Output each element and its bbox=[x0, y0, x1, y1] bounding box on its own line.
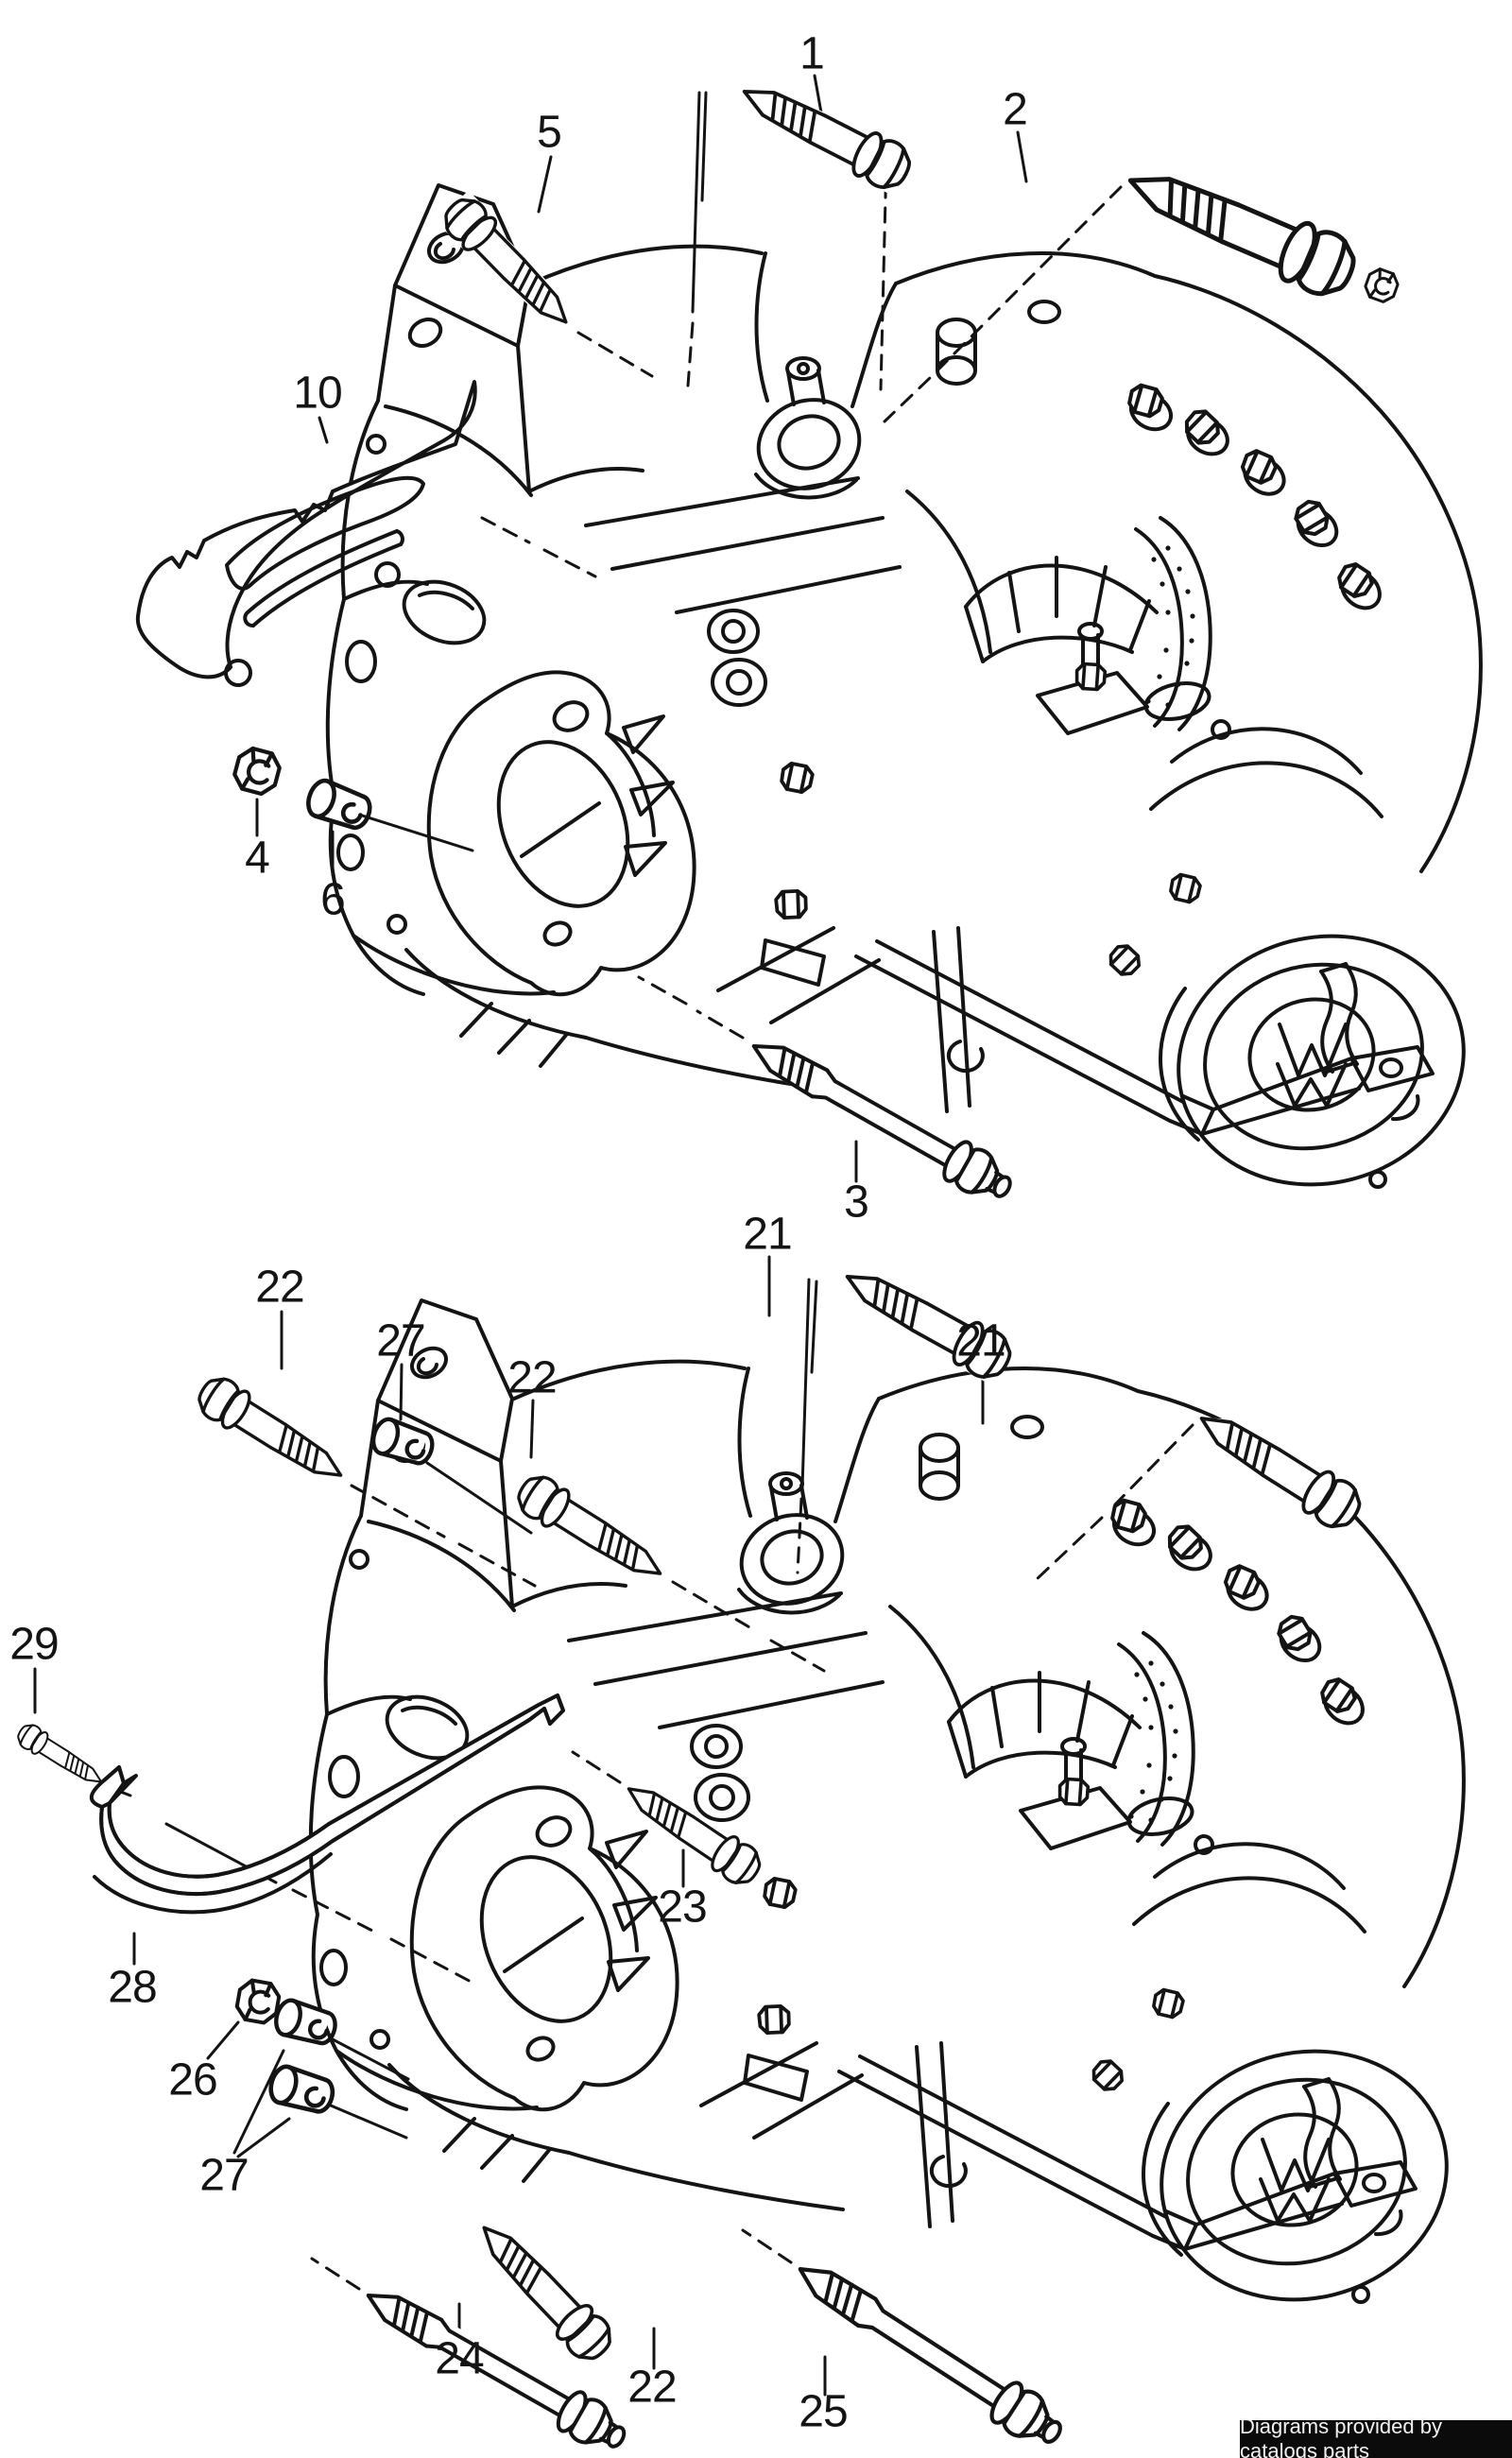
bolt-24 bbox=[352, 2271, 637, 2458]
spacer-27-b bbox=[266, 2063, 336, 2118]
bolt-22-mid bbox=[508, 1466, 676, 1595]
bracket-28 bbox=[90, 1693, 565, 1915]
bolt-22-bottom bbox=[463, 2208, 622, 2370]
bolt-21-center bbox=[832, 1251, 1021, 1389]
spacer-sleeve-6 bbox=[303, 776, 375, 834]
footer-credit-text: Diagrams provided by catalogs parts bbox=[1240, 2415, 1442, 2458]
bolt-25 bbox=[784, 2246, 1072, 2457]
bolt-1 bbox=[729, 66, 919, 198]
nut-4 bbox=[232, 746, 283, 797]
footer-credit: Diagrams provided by catalogs parts bbox=[1240, 2415, 1512, 2458]
gasket-10 bbox=[135, 380, 477, 687]
bolt-2 bbox=[1115, 149, 1402, 305]
upper-leader-lines bbox=[255, 74, 1123, 1183]
bolt-3 bbox=[738, 1022, 1022, 1213]
gearbox-lower bbox=[311, 1300, 1473, 2329]
lower-leader-lines bbox=[33, 1255, 1194, 2397]
bolt-22-left bbox=[189, 1367, 356, 1497]
bolt-29 bbox=[12, 1718, 111, 1795]
nut-26 bbox=[232, 1976, 284, 2027]
gearbox-upper bbox=[328, 185, 1490, 1214]
spacer-27-a bbox=[272, 1997, 339, 2049]
